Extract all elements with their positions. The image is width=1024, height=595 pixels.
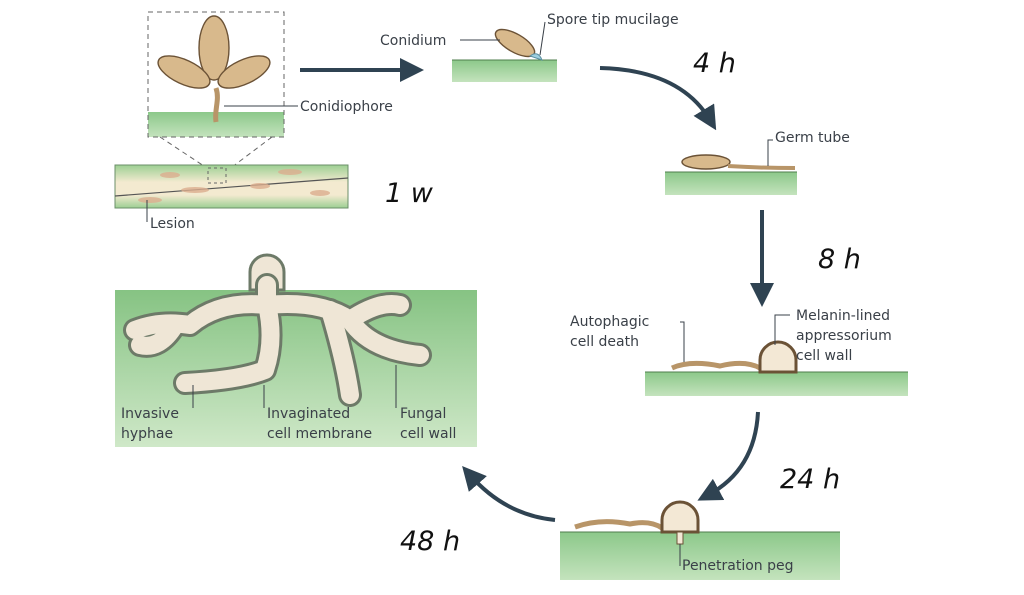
- time-1w: 1 w: [385, 178, 434, 209]
- conidiophore-label: Conidiophore: [300, 99, 393, 115]
- lesion-label: Lesion: [150, 216, 195, 232]
- time-4h: 4 h: [693, 48, 736, 79]
- time-48h: 48 h: [400, 526, 460, 557]
- germ-tube-label: Germ tube: [775, 130, 850, 146]
- invasive-hyphae-stage: Invasive hyphae Invaginated cell membran…: [115, 253, 477, 447]
- melanin-label-3: cell wall: [796, 348, 852, 364]
- spore-tip-mucilage-label: Spore tip mucilage: [547, 12, 679, 28]
- fungal-wall-label-2: cell wall: [400, 426, 456, 442]
- conidium-shape: [198, 15, 230, 81]
- conidium-label: Conidium: [380, 33, 446, 49]
- arrow-to-invasive-hyphae: [462, 465, 556, 522]
- arrow-to-penetration: [697, 411, 760, 501]
- melanin-label-2: appressorium: [796, 328, 892, 344]
- invasive-hyphae-label-1: Invasive: [121, 406, 179, 422]
- invaginated-label-1: Invaginated: [267, 406, 350, 422]
- autophagic-label-2: cell death: [570, 334, 639, 350]
- invaginated-label-2: cell membrane: [267, 426, 372, 442]
- penetration-peg-label: Penetration peg: [682, 558, 794, 574]
- time-24h: 24 h: [780, 464, 840, 495]
- time-8h: 8 h: [818, 244, 861, 275]
- inset-box: [147, 11, 285, 138]
- arrow-to-germ-tube: [599, 66, 717, 131]
- conidiophore-stage: Conidiophore Lesion 1 w: [114, 11, 434, 232]
- germ-tube-stage: Germ tube: [665, 130, 850, 195]
- appressorium-dome: [758, 340, 798, 374]
- fungal-wall-label-1: Fungal: [400, 406, 446, 422]
- autophagic-label-1: Autophagic: [570, 314, 649, 330]
- melanin-label-1: Melanin-lined: [796, 308, 890, 324]
- penetration-stage: Penetration peg: [560, 500, 840, 580]
- invasive-hyphae-label-2: hyphae: [121, 426, 173, 442]
- conidium-stage: Conidium Spore tip mucilage 4 h: [380, 12, 736, 82]
- appressorium-stage: Autophagic cell death Melanin-lined appr…: [570, 308, 908, 396]
- hyphae-network: [123, 273, 432, 407]
